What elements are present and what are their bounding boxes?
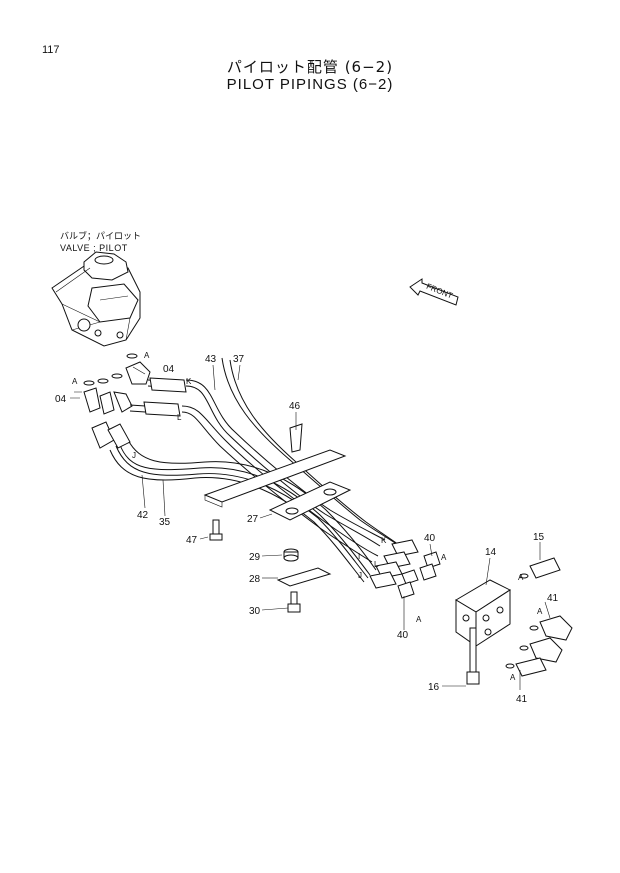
callout-29: 29 [249,552,261,563]
callout-42: 42 [137,510,149,521]
callout-37: 37 [233,354,245,365]
page-title-en: PILOT PIPINGS (6−2) [226,76,394,93]
hose-group [91,357,403,583]
callout-numbers: 04 04 43 37 46 42 35 27 47 29 28 30 40 4… [55,354,559,705]
spacer-29 [283,548,299,562]
marker-l-1: L [177,413,182,422]
letter-markers: A A A A A A A K K L L I J J [72,351,543,682]
callout-41-top: 41 [547,593,559,604]
callout-16: 16 [428,682,440,693]
elbow-fittings-41 [505,615,573,677]
valve-label-jp: バルブ；パイロット [60,232,142,242]
marker-a-3: A [441,553,447,562]
marker-a-6: A [537,607,543,616]
marker-j-2: J [358,571,362,580]
marker-k-1: K [186,377,192,386]
callout-35: 35 [159,517,171,528]
marker-a-1: A [72,377,78,386]
clamp-plate-27 [268,481,352,521]
marker-a-5: A [518,573,524,582]
callout-40-bottom: 40 [397,630,409,641]
plate-28 [276,567,332,587]
callout-04-left: 04 [55,394,67,405]
callout-28: 28 [249,574,261,585]
marker-i-1: I [358,552,360,561]
callout-27: 27 [247,514,259,525]
fitting-15 [519,557,561,579]
callout-46: 46 [289,401,301,412]
marker-a-4: A [416,615,422,624]
leader-lines [70,364,551,690]
page-number: 117 [42,44,60,56]
callout-30: 30 [249,606,261,617]
bolt-47 [209,519,223,541]
valve-label-en: VALVE ; PILOT [60,243,128,253]
valve-port-fittings [83,353,151,415]
callout-04-right: 04 [163,364,175,375]
callout-47: 47 [186,535,198,546]
marker-l-2: L [374,560,379,569]
pilot-valve [51,251,141,347]
hose-end-fittings [369,539,441,599]
marker-k-2: K [381,536,387,545]
bolt-16 [466,627,480,685]
callout-14: 14 [485,547,497,558]
page-title-jp: パイロット配管 (6−2) [226,58,394,76]
manifold-block-14 [455,579,512,647]
marker-a-7: A [510,673,516,682]
bracket-46 [203,423,347,508]
callout-41-bottom: 41 [516,694,528,705]
front-label: FRONT [425,282,454,301]
callout-40-top: 40 [424,533,436,544]
bolt-30 [287,591,301,613]
callout-15: 15 [533,532,545,543]
marker-j-1: J [132,451,136,460]
callout-43: 43 [205,354,217,365]
marker-a-2: A [144,351,150,360]
front-arrow-icon: FRONT [409,278,459,306]
